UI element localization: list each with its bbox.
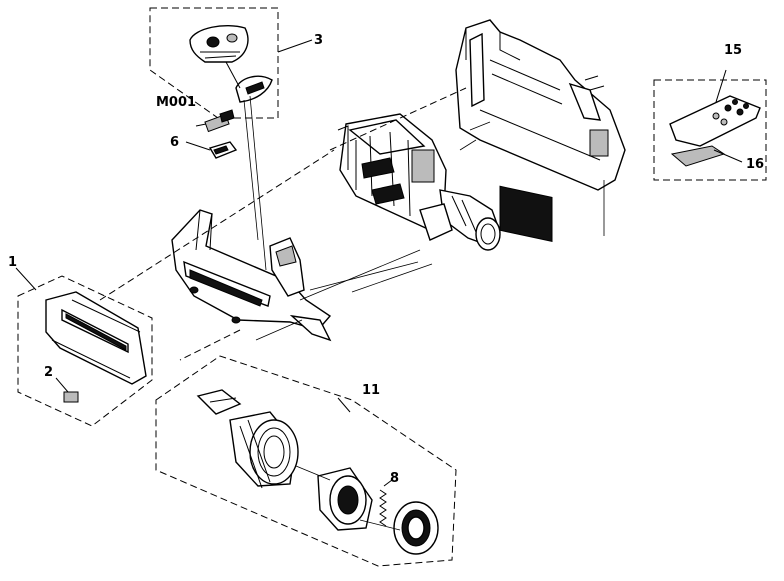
callout-15: 15 bbox=[724, 43, 742, 58]
callout-m001: M001 bbox=[156, 95, 196, 110]
screw-m001 bbox=[195, 109, 235, 133]
callout-6: 6 bbox=[170, 135, 179, 150]
grip-chassis bbox=[171, 209, 332, 342]
bracket-part-6 bbox=[185, 141, 238, 159]
main-chassis-mechanism bbox=[337, 113, 501, 251]
callout-16: 16 bbox=[746, 157, 764, 172]
callout-1: 1 bbox=[8, 255, 17, 270]
callout-11: 11 bbox=[362, 383, 380, 398]
assembly-guide-lines bbox=[99, 87, 491, 361]
callout-labels: 1 2 3 6 8 11 15 16 M001 bbox=[8, 33, 764, 486]
group-3-cassette-lid bbox=[149, 7, 279, 119]
top-housing-assembly bbox=[455, 19, 626, 242]
group-15-remote-control bbox=[653, 69, 767, 181]
callout-3: 3 bbox=[314, 33, 323, 48]
callout-8: 8 bbox=[390, 471, 399, 486]
group-1-grip-belt bbox=[17, 275, 153, 427]
callout-2: 2 bbox=[44, 365, 53, 380]
group-11-lens-assembly bbox=[155, 355, 457, 567]
